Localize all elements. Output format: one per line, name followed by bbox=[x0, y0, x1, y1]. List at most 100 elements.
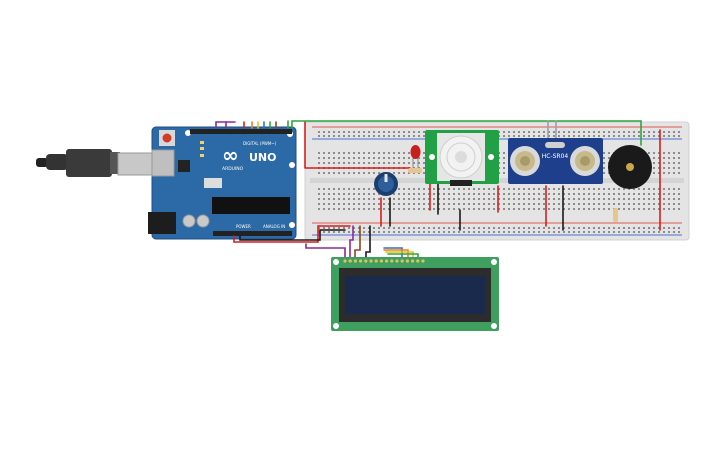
breadboard-hole bbox=[413, 227, 415, 229]
breadboard-hole bbox=[663, 172, 665, 174]
lcd-pin bbox=[374, 259, 378, 263]
breadboard-hole bbox=[553, 227, 555, 229]
breadboard-hole bbox=[393, 172, 395, 174]
breadboard-hole bbox=[323, 162, 325, 164]
breadboard-hole bbox=[363, 193, 365, 195]
breadboard-hole bbox=[618, 193, 620, 195]
breadboard-hole bbox=[603, 152, 605, 154]
breadboard-hole bbox=[668, 152, 670, 154]
breadboard-hole bbox=[403, 162, 405, 164]
breadboard-hole bbox=[628, 231, 630, 233]
breadboard-hole bbox=[398, 135, 400, 137]
breadboard-hole bbox=[478, 193, 480, 195]
breadboard-hole bbox=[528, 227, 530, 229]
breadboard-hole bbox=[513, 188, 515, 190]
breadboard-hole bbox=[418, 193, 420, 195]
breadboard-hole bbox=[413, 203, 415, 205]
breadboard-hole bbox=[563, 203, 565, 205]
breadboard-hole bbox=[673, 231, 675, 233]
breadboard-hole bbox=[403, 193, 405, 195]
breadboard-hole bbox=[628, 131, 630, 133]
breadboard-hole bbox=[453, 193, 455, 195]
breadboard-hole bbox=[458, 208, 460, 210]
breadboard-hole bbox=[463, 198, 465, 200]
breadboard-hole bbox=[573, 198, 575, 200]
breadboard-hole bbox=[533, 131, 535, 133]
breadboard-hole bbox=[328, 152, 330, 154]
breadboard-hole bbox=[628, 198, 630, 200]
breadboard-hole bbox=[593, 131, 595, 133]
breadboard-hole bbox=[403, 208, 405, 210]
breadboard-hole bbox=[418, 231, 420, 233]
breadboard-hole bbox=[408, 135, 410, 137]
breadboard-hole bbox=[473, 188, 475, 190]
breadboard-hole bbox=[668, 162, 670, 164]
breadboard-hole bbox=[473, 193, 475, 195]
breadboard-hole bbox=[628, 203, 630, 205]
breadboard-hole bbox=[423, 231, 425, 233]
breadboard-hole bbox=[393, 231, 395, 233]
breadboard-hole bbox=[353, 188, 355, 190]
breadboard-hole bbox=[528, 135, 530, 137]
breadboard-hole bbox=[588, 188, 590, 190]
breadboard-hole bbox=[513, 193, 515, 195]
breadboard-hole bbox=[423, 193, 425, 195]
breadboard-hole bbox=[633, 231, 635, 233]
breadboard-hole bbox=[428, 231, 430, 233]
breadboard-hole bbox=[513, 135, 515, 137]
breadboard-hole bbox=[558, 188, 560, 190]
potentiometer[interactable] bbox=[374, 172, 398, 196]
breadboard-hole bbox=[603, 203, 605, 205]
breadboard-hole bbox=[663, 157, 665, 159]
breadboard-hole bbox=[318, 227, 320, 229]
breadboard-hole bbox=[408, 231, 410, 233]
breadboard-hole bbox=[398, 157, 400, 159]
breadboard-hole bbox=[613, 198, 615, 200]
breadboard-hole bbox=[383, 157, 385, 159]
breadboard-hole bbox=[668, 167, 670, 169]
breadboard-hole bbox=[328, 131, 330, 133]
breadboard-hole bbox=[673, 152, 675, 154]
breadboard-hole bbox=[473, 208, 475, 210]
breadboard-hole bbox=[328, 157, 330, 159]
breadboard-hole bbox=[618, 188, 620, 190]
breadboard-hole bbox=[403, 131, 405, 133]
breadboard-hole bbox=[533, 135, 535, 137]
breadboard-hole bbox=[643, 203, 645, 205]
breadboard-hole bbox=[638, 193, 640, 195]
breadboard-hole bbox=[393, 162, 395, 164]
breadboard-hole bbox=[578, 198, 580, 200]
breadboard-hole bbox=[598, 208, 600, 210]
breadboard-hole bbox=[508, 227, 510, 229]
breadboard-hole bbox=[498, 203, 500, 205]
breadboard-hole bbox=[408, 152, 410, 154]
breadboard-hole bbox=[578, 227, 580, 229]
breadboard-hole bbox=[623, 135, 625, 137]
breadboard-hole bbox=[658, 152, 660, 154]
breadboard-hole bbox=[423, 198, 425, 200]
breadboard-hole bbox=[548, 131, 550, 133]
breadboard-hole bbox=[538, 203, 540, 205]
breadboard-hole bbox=[388, 203, 390, 205]
breadboard-hole bbox=[363, 152, 365, 154]
breadboard-hole bbox=[503, 188, 505, 190]
breadboard-hole bbox=[478, 188, 480, 190]
breadboard-hole bbox=[428, 208, 430, 210]
breadboard-hole bbox=[623, 203, 625, 205]
breadboard-hole bbox=[543, 227, 545, 229]
breadboard-hole bbox=[418, 131, 420, 133]
breadboard-hole bbox=[478, 227, 480, 229]
breadboard-hole bbox=[443, 188, 445, 190]
breadboard-hole bbox=[598, 193, 600, 195]
breadboard-hole bbox=[373, 193, 375, 195]
breadboard-hole bbox=[388, 157, 390, 159]
breadboard-hole bbox=[543, 135, 545, 137]
breadboard-hole bbox=[678, 188, 680, 190]
breadboard-hole bbox=[443, 208, 445, 210]
breadboard-hole bbox=[393, 131, 395, 133]
breadboard-hole bbox=[608, 203, 610, 205]
breadboard-hole bbox=[653, 193, 655, 195]
breadboard-hole bbox=[348, 172, 350, 174]
breadboard-hole bbox=[343, 172, 345, 174]
breadboard-hole bbox=[333, 131, 335, 133]
